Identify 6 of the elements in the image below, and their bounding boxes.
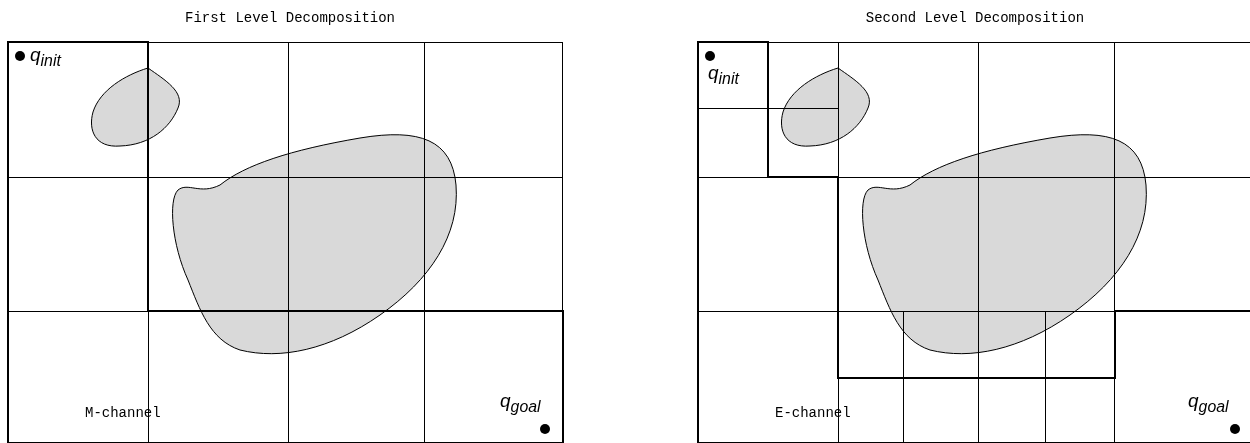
point-label: q$_{goal}$: [1188, 390, 1229, 416]
point-label: q$_{init}$: [708, 62, 739, 88]
point-label: q$_{goal}$: [500, 390, 541, 416]
panel-title: First Level Decomposition: [185, 10, 395, 26]
point-label: q$_{init}$: [30, 44, 61, 70]
panel-title: Second Level Decomposition: [865, 10, 1085, 26]
